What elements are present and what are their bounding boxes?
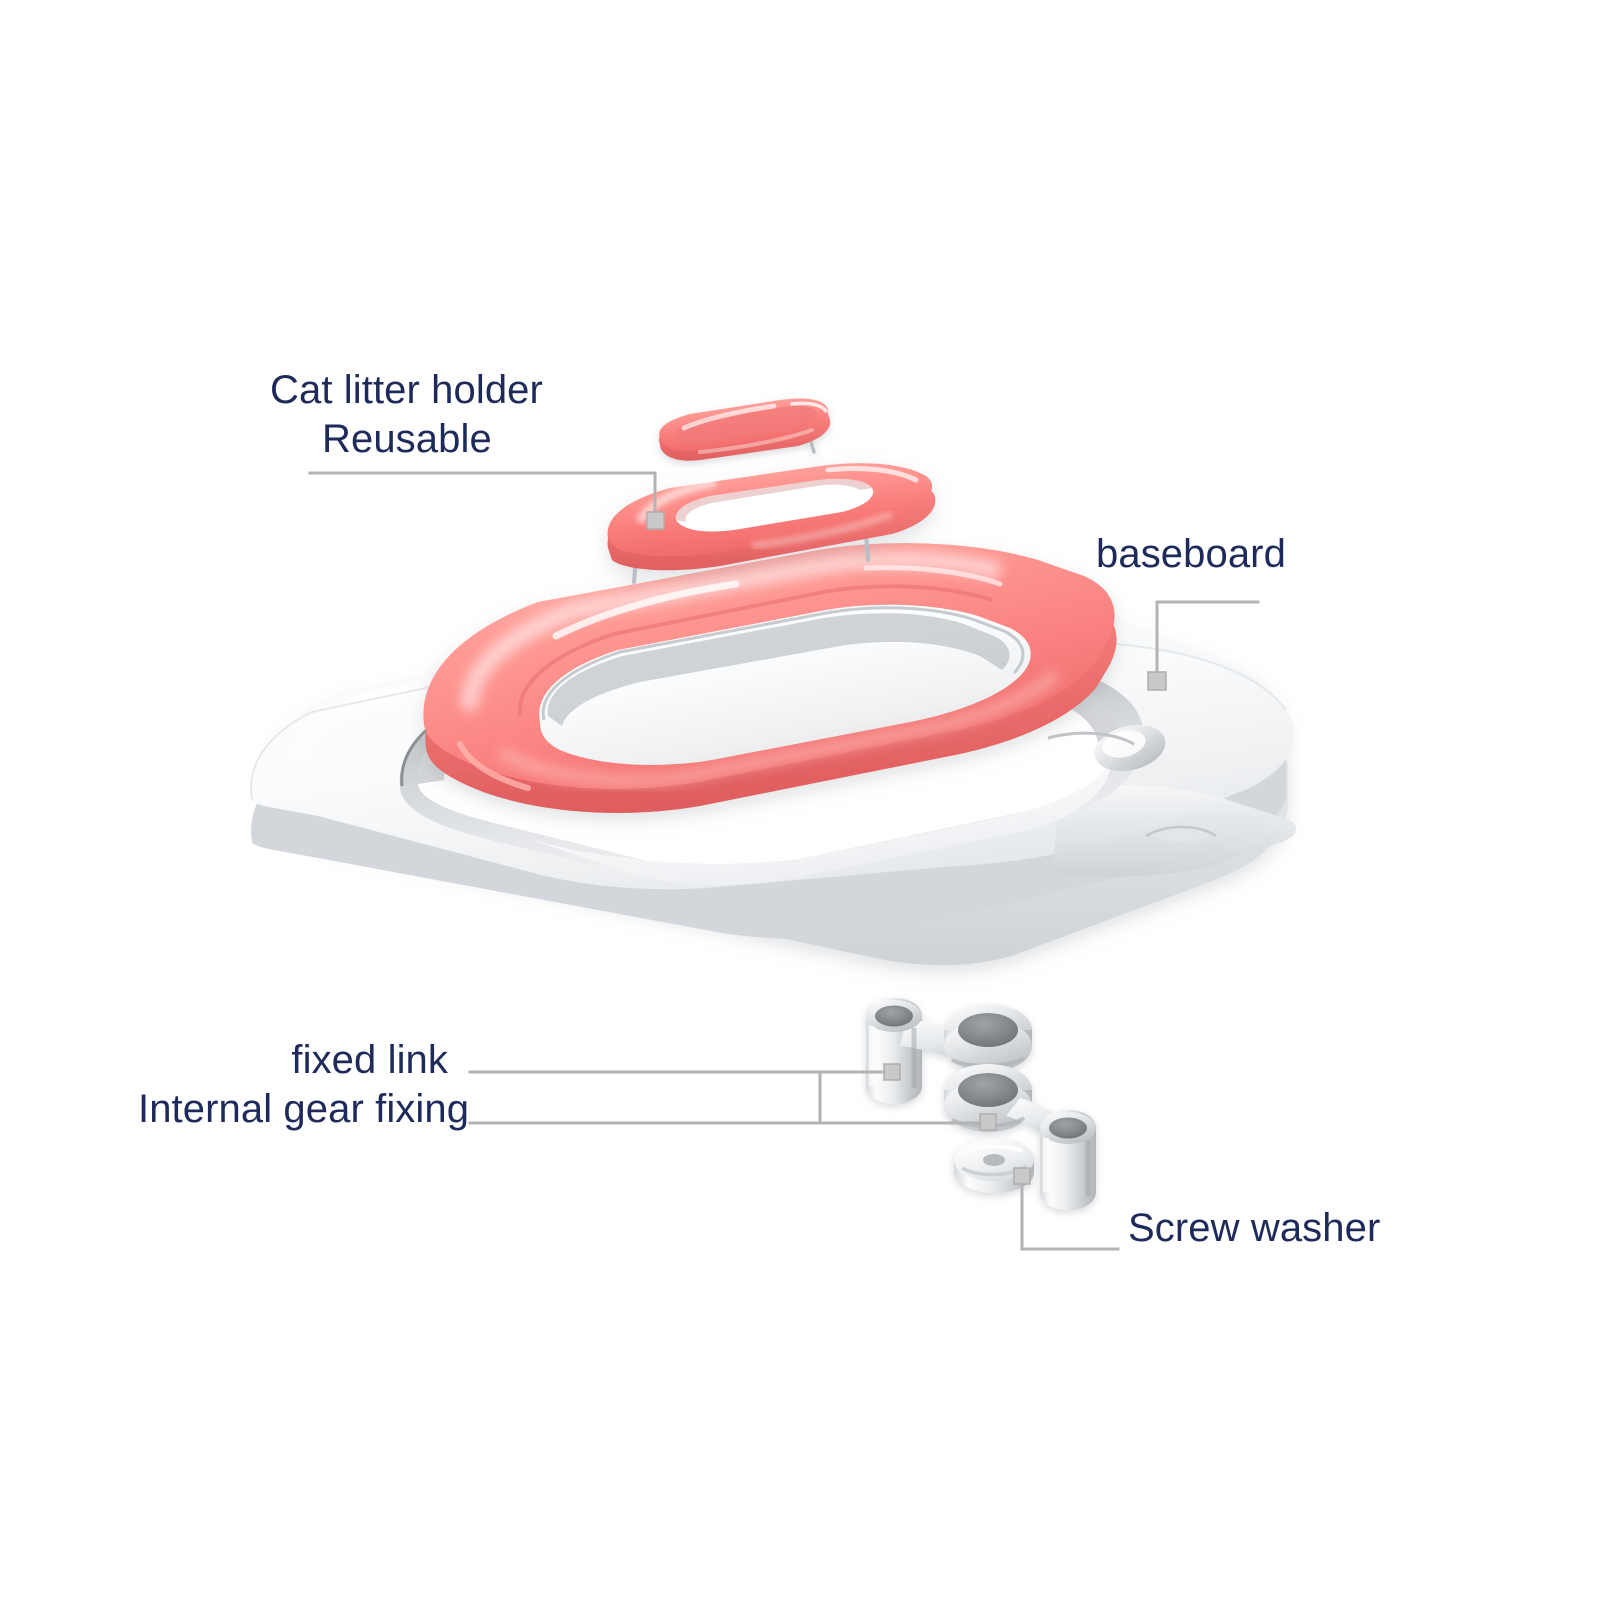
link-upper-marker xyxy=(883,1063,901,1081)
screw-washer-marker xyxy=(1013,1167,1031,1185)
baseboard-boss xyxy=(1047,724,1166,772)
leader-lines xyxy=(308,471,1260,1251)
marker-litter-lid xyxy=(646,511,665,530)
label-fixed-link-line-1: fixed link xyxy=(291,1038,448,1082)
leader-baseboard xyxy=(1155,600,1260,678)
label-screw-washer-line-1: Screw washer xyxy=(1128,1206,1381,1250)
part-litter-tray xyxy=(659,398,831,461)
part-screw-washer xyxy=(954,1139,1034,1193)
leader-cat-litter-holder xyxy=(308,471,657,519)
leader-screw-washer xyxy=(1020,1182,1120,1251)
label-cat-litter-holder-line-1: Cat litter holder xyxy=(270,368,543,412)
part-link-upper xyxy=(866,998,1032,1104)
label-cat-litter-holder-line-2: Reusable xyxy=(322,416,492,461)
label-cat-litter-holder: Cat litter holder Reusable xyxy=(270,366,543,464)
label-screw-washer: Screw washer xyxy=(1128,1204,1380,1253)
baseboard-notch xyxy=(1150,828,1212,842)
leader-markers xyxy=(646,511,1167,691)
marker-baseboard xyxy=(1147,671,1167,691)
part-litter-lid xyxy=(607,463,936,584)
part-seat-ring xyxy=(423,543,1117,813)
label-baseboard: baseboard xyxy=(1096,530,1286,579)
label-baseboard-line-1: baseboard xyxy=(1096,532,1286,576)
link-lower-marker xyxy=(979,1113,997,1131)
label-internal-gear-fixing: Internal gear fixing xyxy=(138,1086,470,1131)
part-link-lower xyxy=(944,1064,1096,1210)
label-fixed-link: fixed link Internal gear fixing xyxy=(138,1036,469,1134)
